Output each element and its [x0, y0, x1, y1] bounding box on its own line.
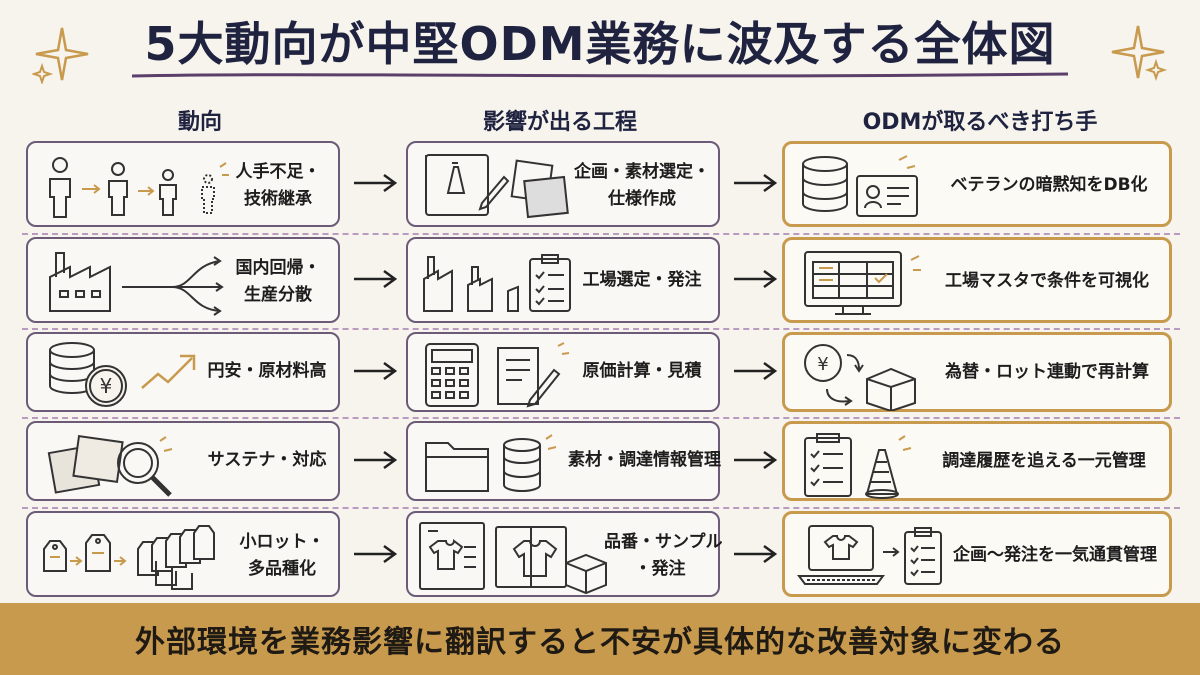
action-label-integrated: 企画〜発注を一気通貫管理	[953, 545, 1157, 565]
row-separator	[22, 417, 1180, 419]
clipboard-yarn-icon	[804, 433, 912, 499]
trend-label-reshoring: 国内回帰・生産分散	[235, 258, 321, 305]
svg-text:¥: ¥	[817, 354, 828, 375]
page-title: 5大動向が中堅ODM業務に波及する全体図	[144, 17, 1056, 71]
process-label-cost: 原価計算・見積	[582, 361, 702, 381]
process-box-planning: 企画・素材選定・仕様作成	[406, 141, 720, 227]
people-icon	[49, 157, 229, 218]
sketchbook-icon	[425, 154, 569, 219]
trend-box-small-lot: 小ロット・多品種化	[26, 511, 340, 597]
trend-box-labor: 人手不足・技術継承	[26, 141, 340, 227]
action-label-history: 調達履歴を追える一元管理	[942, 451, 1146, 471]
laptop-checklist-icon	[797, 525, 942, 585]
factory-branch-icon	[49, 252, 224, 316]
monitor-table-icon	[804, 251, 921, 315]
sparkle-icon	[32, 27, 89, 84]
row-separator	[22, 328, 1180, 330]
yen-box-icon: ¥	[804, 344, 916, 411]
process-box-cost: 原価計算・見積	[406, 332, 720, 412]
column-header-trend: 動向	[177, 110, 222, 135]
arrow-right-icon	[734, 450, 778, 470]
column-header-action: ODMが取るべき打ち手	[862, 110, 1098, 135]
calculator-icon	[425, 342, 570, 408]
process-box-factory: 工場選定・発注	[406, 237, 720, 323]
factories-checklist-icon	[423, 254, 571, 312]
action-box-db: ベテランの暗黙知をDB化	[782, 141, 1172, 227]
database-card-icon	[802, 155, 918, 217]
row-separator	[22, 507, 1180, 509]
arrow-right-icon	[354, 361, 398, 381]
yen-coins-icon: ¥	[49, 342, 196, 407]
arrow-right-icon	[354, 544, 398, 564]
trend-label-yen: 円安・原材料高	[207, 361, 327, 381]
trend-box-yen: ¥ 円安・原材料高	[26, 332, 340, 412]
title-underline	[131, 72, 1069, 78]
footer-message: 外部環境を業務影響に翻訳すると不安が具体的な改善対象に変わる	[135, 625, 1065, 660]
trend-label-small-lot: 小ロット・多品種化	[239, 532, 325, 579]
arrow-right-icon	[734, 173, 778, 193]
action-box-history: 調達履歴を追える一元管理	[782, 421, 1172, 501]
arrow-right-icon	[734, 544, 778, 564]
arrow-right-icon	[354, 173, 398, 193]
fabric-magnifier-icon	[47, 435, 173, 497]
action-label-recalc: 為替・ロット連動で再計算	[945, 362, 1149, 382]
action-box-recalc: ¥ 為替・ロット連動で再計算	[782, 332, 1172, 412]
action-box-factory-master: 工場マスタで条件を可視化	[782, 237, 1172, 323]
trend-label-sustainability: サステナ・対応	[207, 450, 327, 470]
folder-database-icon	[425, 434, 557, 492]
process-box-sample: 品番・サンプル・発注	[406, 511, 723, 597]
process-label-procurement: 素材・調達情報管理	[568, 450, 721, 470]
arrow-right-icon	[734, 361, 778, 381]
process-label-planning: 企画・素材選定・仕様作成	[574, 162, 710, 209]
trend-box-sustainability: サステナ・対応	[26, 421, 340, 501]
process-label-factory: 工場選定・発注	[582, 270, 702, 290]
process-box-procurement: 素材・調達情報管理	[406, 421, 721, 501]
svg-text:¥: ¥	[100, 374, 113, 398]
column-header-process: 影響が出る工程	[482, 110, 637, 135]
tags-icon	[43, 525, 215, 590]
trend-box-reshoring: 国内回帰・生産分散	[26, 237, 340, 323]
action-label-db: ベテランの暗黙知をDB化	[950, 175, 1148, 195]
arrow-right-icon	[734, 269, 778, 289]
action-label-factory-master: 工場マスタで条件を可視化	[945, 271, 1149, 291]
arrow-right-icon	[354, 269, 398, 289]
action-box-integrated: 企画〜発注を一気通貫管理	[782, 511, 1172, 597]
row-separator	[22, 233, 1180, 235]
arrow-right-icon	[354, 450, 398, 470]
shirt-box-icon	[419, 522, 607, 595]
process-label-sample: 品番・サンプル・発注	[604, 532, 723, 579]
sparkle-icon	[1111, 25, 1168, 82]
trend-label-labor: 人手不足・技術継承	[235, 162, 321, 209]
footer-banner: 外部環境を業務影響に翻訳すると不安が具体的な改善対象に変わる	[0, 603, 1200, 675]
